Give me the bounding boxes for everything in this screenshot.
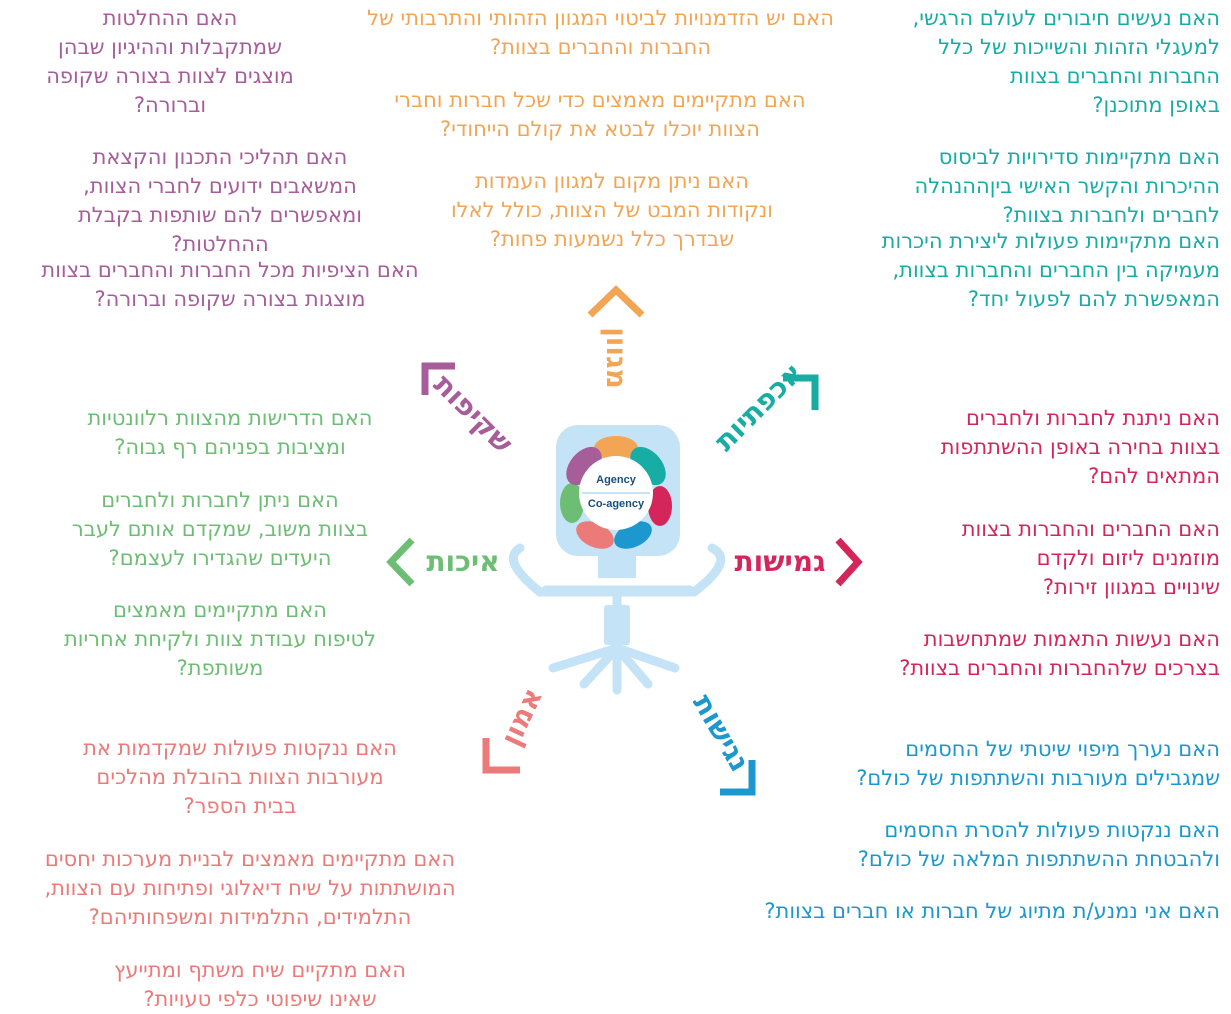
question-gmishut-3: האם נעשות התאמות שמתחשבות בצרכים שלהחברו… [899,627,1220,680]
label-eichut: איכות [426,545,500,578]
chevron-negishut-icon [720,760,756,796]
question-gmishut-1: האם ניתנת לחברות ולחברים בצוות בחירה באו… [940,406,1220,488]
question-gmishut-2: האם החברים והחברות בצוות מוזמנים ליזום ו… [961,517,1220,599]
question-negishut-2: האם ננקטות פעולות להסרת החסמים ולהבטחת ה… [857,818,1220,871]
question-ikhpatiut-1: האם נעשים חיבורים לעולם הרגשי, למעגלי הז… [912,6,1220,117]
chevron-eichut-icon [386,537,415,587]
question-givun-1: האם יש הזדמנויות לביטוי המגוון הזהותי וה… [367,6,834,59]
center-label-co-agency: Co-agency [587,498,645,510]
question-ikhpatiut-2: האם מתקיימות סדירויות לביסוס ההיכרות והק… [914,145,1220,227]
question-emun-3: האם מתקיים שיח משתף ומתייעץ שאינו שיפוטי… [113,958,406,1011]
flower-icon [560,436,672,549]
question-eichut-1: האם הדרישות מהצוות רלוונטיות ומציבות בפנ… [87,406,373,459]
question-emun-1: האם ננקטות פעולות שמקדמות את מעורבות הצו… [83,736,397,818]
label-gmishut: גמישות [734,545,826,578]
chevron-ikhpatiut-icon [783,374,819,410]
chevron-gmishut-icon [835,537,863,587]
question-givun-2: האם מתקיימים מאמצים כדי שכל חברות וחברי … [394,88,806,141]
center-label-agency: Agency [596,474,636,486]
question-ikhpatiut-3: האם מתקיימות פעולות ליצירת היכרות מעמיקה… [881,229,1220,311]
question-givun-3: האם ניתן מקום למגוון העמדות ונקודות המבט… [450,169,774,251]
chevron-givun-icon [587,285,645,318]
question-eichut-3: האם מתקיימים מאמצים לטיפוח עבודת צוות ול… [63,598,377,680]
question-eichut-2: האם ניתן לחברות ולחברים בצוות משוב, שמקד… [71,488,369,570]
question-emun-2: האם מתקיימים מאמצים לבניית מערכות יחסים … [44,847,456,929]
question-negishut-3: האם אני נמנע/ת מתיוג של חברות או חברים ב… [764,899,1220,923]
question-shkifut-3: האם הציפיות מכל החברות והחברים בצוות מוצ… [41,258,419,311]
question-shkifut-1: האם ההחלטות שמתקבלות וההיגיון שבהן מוצגי… [46,6,294,117]
question-shkifut-2: האם תהליכי התכנון והקצאת המשאבים ידועים … [77,145,363,256]
chevron-emun-icon [482,738,520,774]
label-givun: מגוון [600,327,633,389]
question-negishut-1: האם נערך מיפוי שיטתי של החסמים שמגבילים … [856,737,1220,790]
chevron-shkifut-icon [421,362,455,395]
